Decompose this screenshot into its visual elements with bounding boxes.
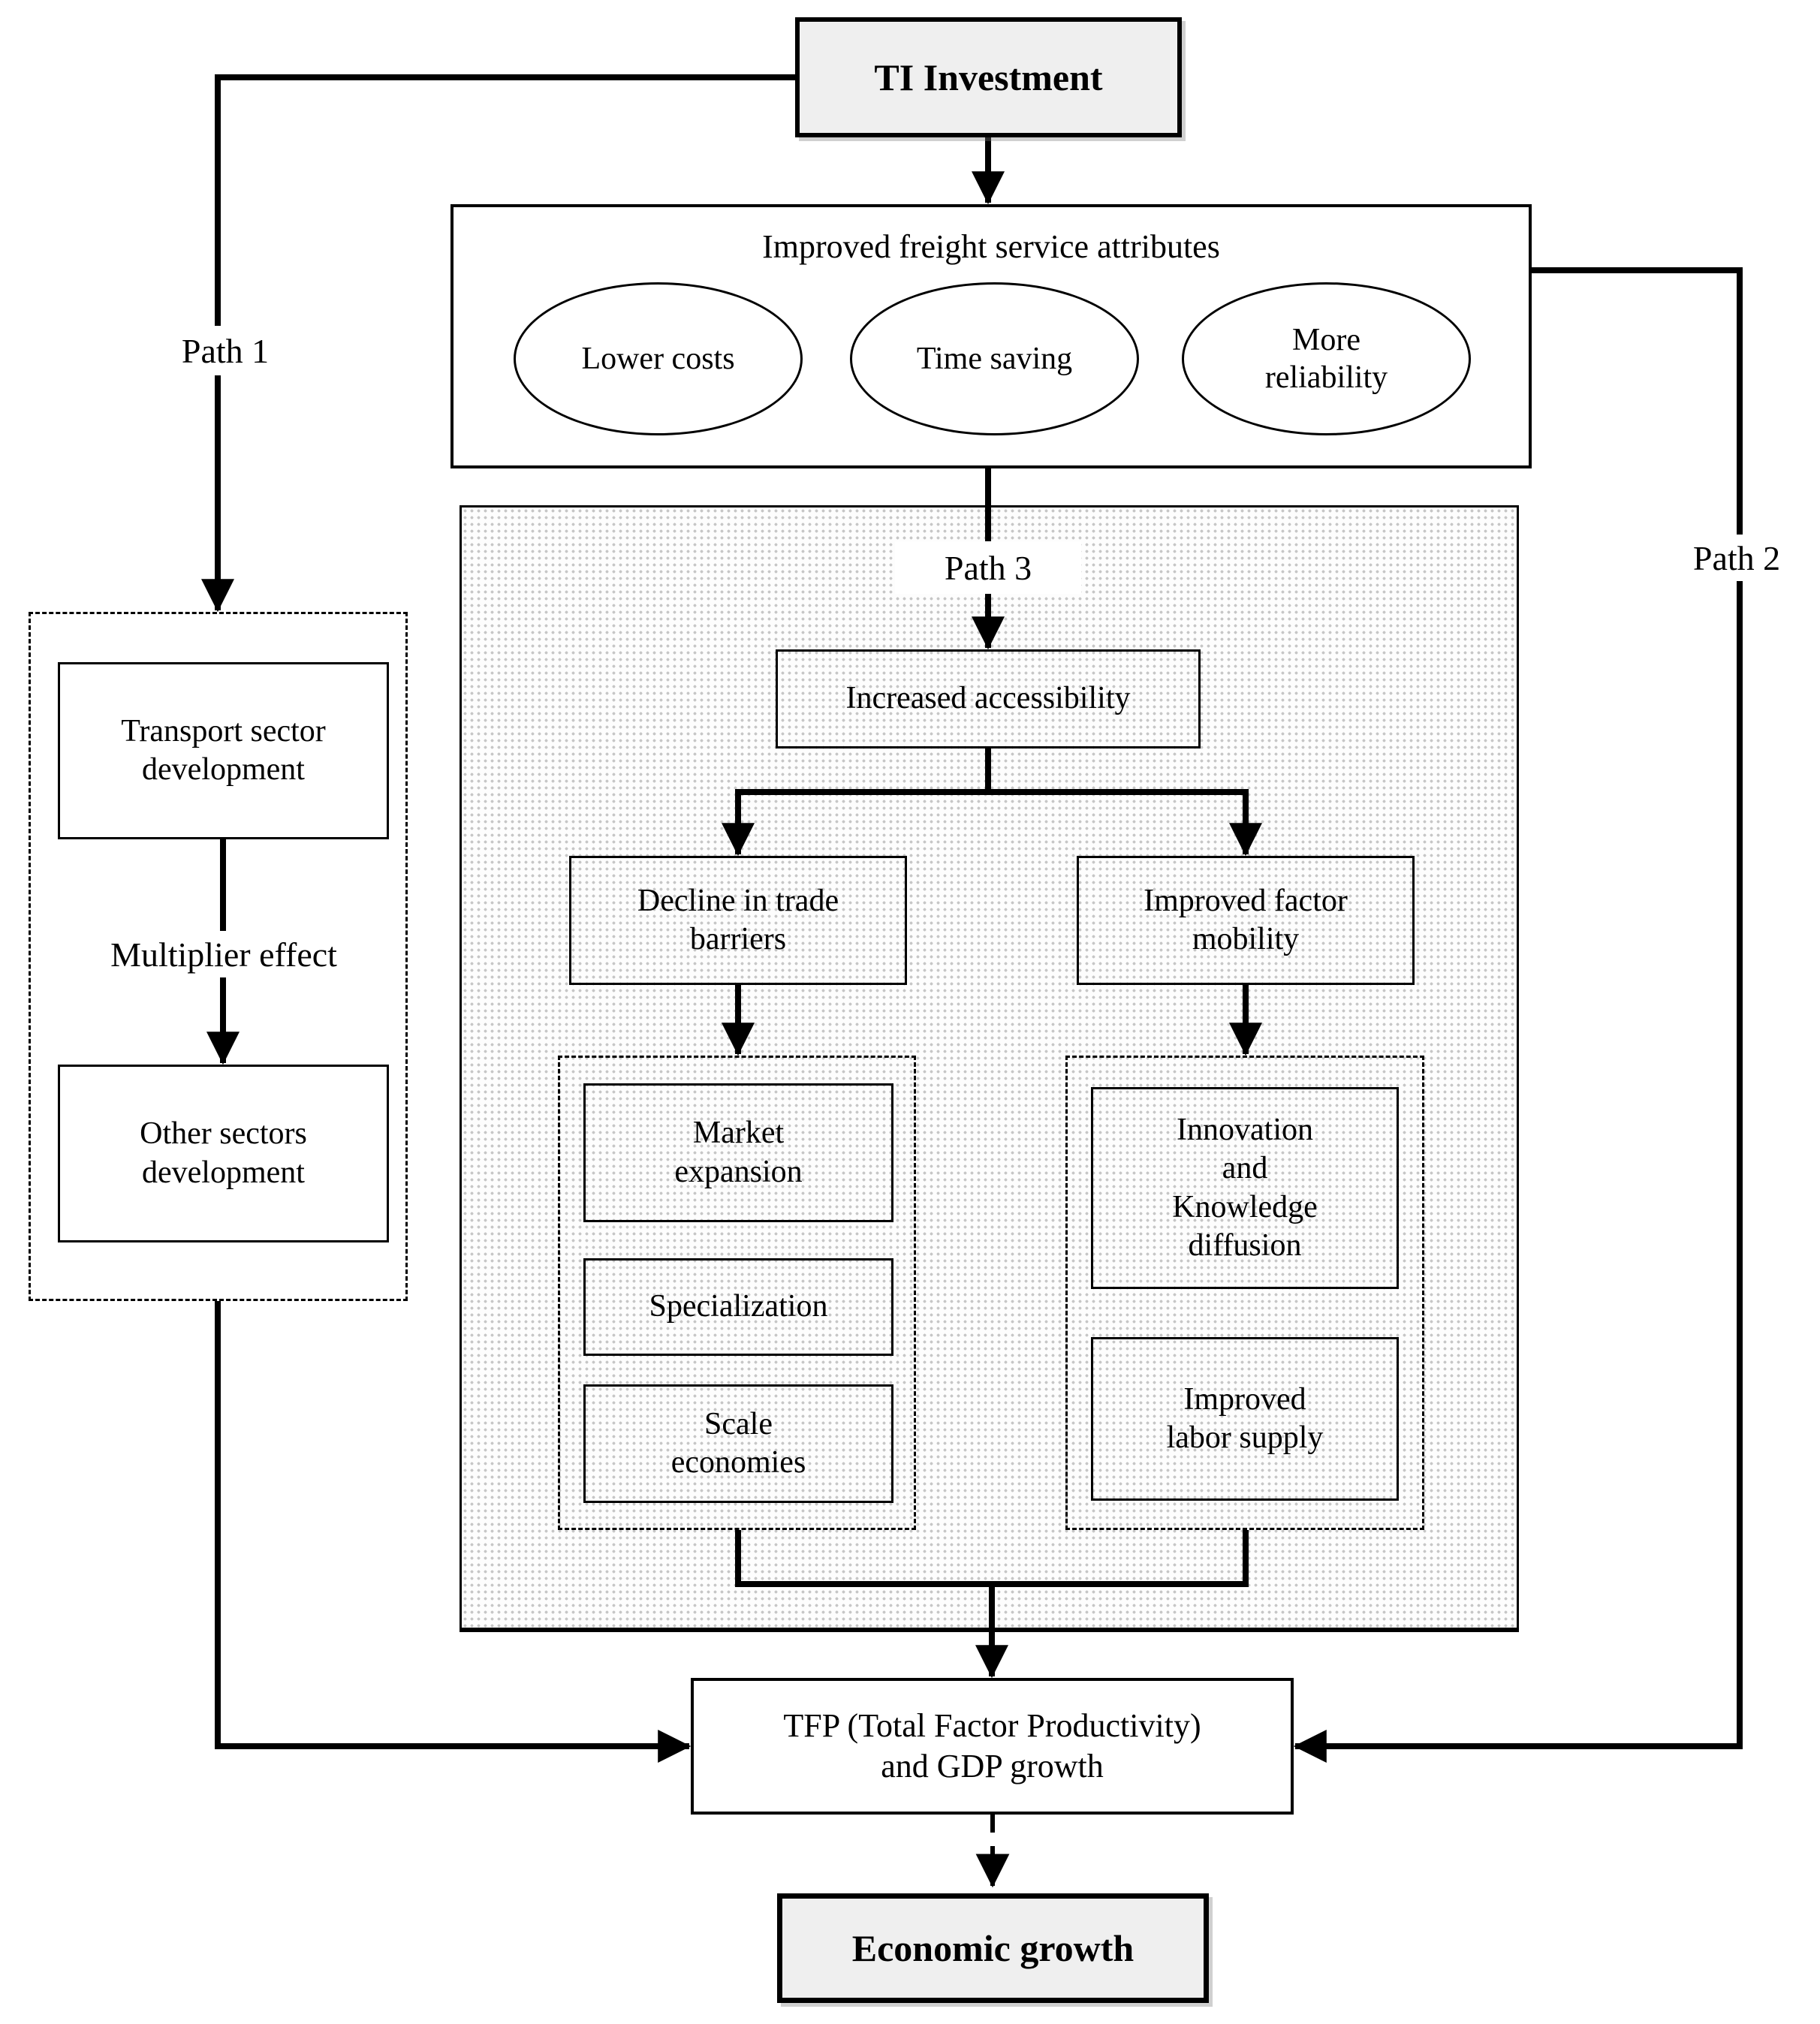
improved-labor-supply-box: Improved labor supply (1091, 1337, 1399, 1501)
arrow-path2 (1293, 267, 1743, 1763)
path3-dotted-region (460, 505, 1519, 1632)
increased-accessibility-label: Increased accessibility (845, 681, 1131, 716)
multiplier-effect-label: Multiplier effect (71, 931, 376, 977)
economic-growth-box: Economic growth (777, 1893, 1209, 2003)
mobility-effects-dashed-group (1065, 1056, 1424, 1530)
other-sectors-box: Other sectors development (58, 1065, 389, 1242)
freight-attributes-title: Improved freight service attributes (762, 228, 1220, 265)
path1-label: Path 1 (150, 326, 300, 375)
economic-growth-label: Economic growth (851, 1926, 1134, 1969)
tfp-gdp-label: TFP (Total Factor Productivity) and GDP … (783, 1707, 1201, 1785)
innovation-knowledge-box: Innovation and Knowledge diffusion (1091, 1087, 1399, 1289)
arrow-path1 (201, 74, 797, 613)
specialization-label: Specialization (649, 1289, 828, 1324)
improved-labor-supply-label: Improved labor supply (1166, 1381, 1324, 1455)
path3-label: Path 3 (895, 541, 1081, 594)
improved-factor-mobility-label: Improved factor mobility (1144, 883, 1348, 956)
arrow-path1-to-tfp (215, 1301, 692, 1763)
lower-costs-ellipse: Lower costs (514, 282, 803, 435)
ti-investment-box: TI Investment (795, 17, 1182, 137)
ti-investment-label: TI Investment (874, 56, 1103, 98)
specialization-box: Specialization (583, 1258, 893, 1356)
decline-trade-barriers-label: Decline in trade barriers (637, 883, 839, 956)
time-saving-ellipse: Time saving (850, 282, 1139, 435)
scale-economies-label: Scale economies (670, 1406, 806, 1480)
path2-label: Path 2 (1658, 535, 1815, 581)
lower-costs-label: Lower costs (581, 341, 735, 376)
trade-effects-dashed-group (558, 1056, 916, 1530)
split-bar (735, 748, 1249, 795)
improved-factor-mobility-box: Improved factor mobility (1077, 856, 1415, 985)
innovation-knowledge-label: Innovation and Knowledge diffusion (1172, 1113, 1318, 1263)
market-expansion-box: Market expansion (583, 1083, 893, 1222)
transport-sector-label: Transport sector development (121, 713, 326, 787)
increased-accessibility-box: Increased accessibility (776, 649, 1201, 748)
freight-attributes-box: Improved freight service attributes Lowe… (450, 204, 1532, 468)
more-reliability-label: More reliability (1264, 322, 1388, 395)
time-saving-label: Time saving (916, 341, 1073, 376)
path1-dashed-group (29, 612, 408, 1301)
merge-bar (735, 1530, 1249, 1587)
market-expansion-label: Market expansion (674, 1116, 803, 1189)
transport-sector-box: Transport sector development (58, 662, 389, 839)
other-sectors-label: Other sectors development (140, 1116, 307, 1190)
tfp-gdp-box: TFP (Total Factor Productivity) and GDP … (691, 1678, 1294, 1815)
more-reliability-ellipse: More reliability (1182, 282, 1471, 435)
scale-economies-box: Scale economies (583, 1384, 893, 1503)
decline-trade-barriers-box: Decline in trade barriers (569, 856, 907, 985)
